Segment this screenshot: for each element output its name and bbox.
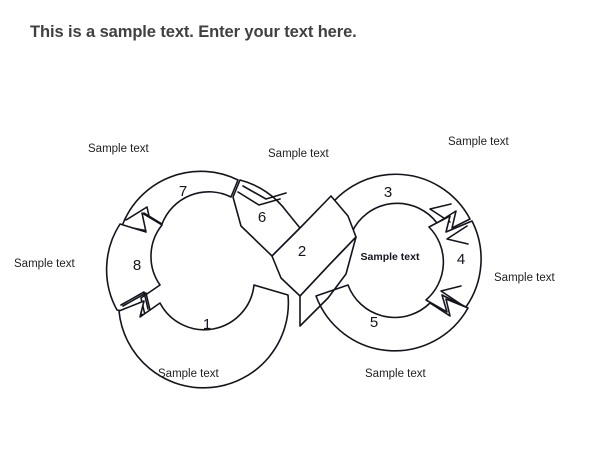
segment-number-7: 7 [179, 183, 187, 200]
segment-3-shape[interactable] [321, 173, 471, 233]
callout-bottom-right[interactable]: Sample text [365, 368, 426, 380]
segment-5-shape[interactable] [315, 284, 469, 352]
segment-number-4: 4 [457, 251, 465, 268]
callout-top-right[interactable]: Sample text [448, 136, 509, 148]
page-title: This is a sample text. Enter your text h… [30, 23, 357, 41]
callout-bottom-left[interactable]: Sample text [158, 368, 219, 380]
segment-number-3: 3 [384, 184, 392, 201]
callout-right[interactable]: Sample text [494, 272, 555, 284]
segment-4-shape[interactable] [425, 215, 482, 313]
segment-1-shape[interactable] [118, 284, 290, 389]
segment-number-6: 6 [258, 209, 266, 226]
segment-8-shape[interactable] [105, 212, 163, 316]
segment-7-shape[interactable] [121, 170, 239, 232]
center-label: Sample text [361, 251, 420, 263]
callout-top-center[interactable]: Sample text [268, 148, 329, 160]
callout-left[interactable]: Sample text [14, 258, 75, 270]
segment-number-1: 1 [203, 316, 211, 333]
segment-number-8: 8 [133, 257, 141, 274]
crossing-band-lower-shape [299, 236, 357, 327]
segment-number-5: 5 [370, 314, 378, 331]
segment-number-2: 2 [298, 243, 306, 260]
callout-top-left[interactable]: Sample text [88, 143, 149, 155]
segment-6-shape[interactable] [232, 179, 301, 257]
